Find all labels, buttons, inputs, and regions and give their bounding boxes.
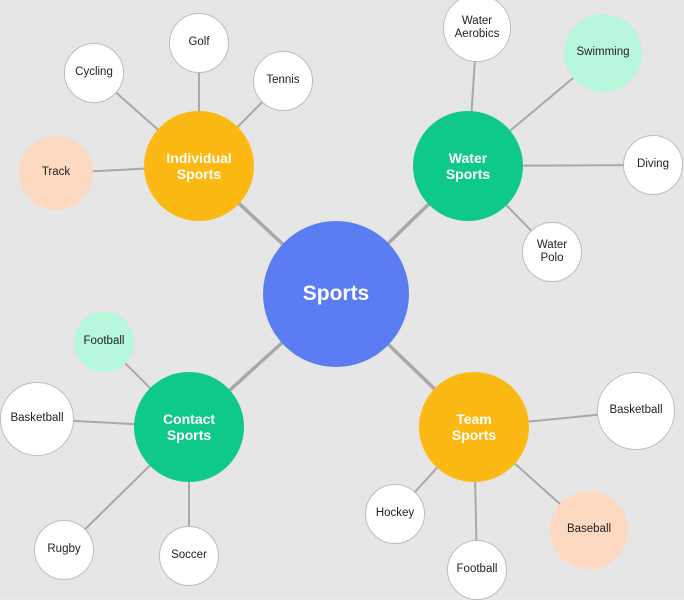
leaf-node-contact-football: Football	[74, 312, 134, 372]
leaf-node-hockey: Hockey	[365, 484, 425, 544]
leaf-node-cycling: Cycling	[64, 43, 124, 103]
leaf-node-track: Track	[19, 136, 93, 210]
leaf-node-baseball: Baseball	[550, 491, 628, 569]
leaf-node-soccer: Soccer	[159, 526, 219, 586]
hub-node-team-sports: Team Sports	[419, 372, 529, 482]
leaf-node-team-football: Football	[447, 540, 507, 600]
center-node-sports: Sports	[263, 221, 409, 367]
leaf-node-swimming: Swimming	[564, 14, 642, 92]
leaf-node-team-basketball: Basketball	[597, 372, 675, 450]
hub-node-water-sports: Water Sports	[413, 111, 523, 221]
hub-node-individual-sports: Individual Sports	[144, 111, 254, 221]
leaf-node-water-polo: Water Polo	[522, 222, 582, 282]
leaf-node-golf: Golf	[169, 13, 229, 73]
leaf-node-tennis: Tennis	[253, 51, 313, 111]
leaf-node-water-aerobics: Water Aerobics	[443, 0, 511, 62]
leaf-node-contact-basketball: Basketball	[0, 382, 74, 456]
leaf-node-diving: Diving	[623, 135, 683, 195]
leaf-node-rugby: Rugby	[34, 520, 94, 580]
hub-node-contact-sports: Contact Sports	[134, 372, 244, 482]
